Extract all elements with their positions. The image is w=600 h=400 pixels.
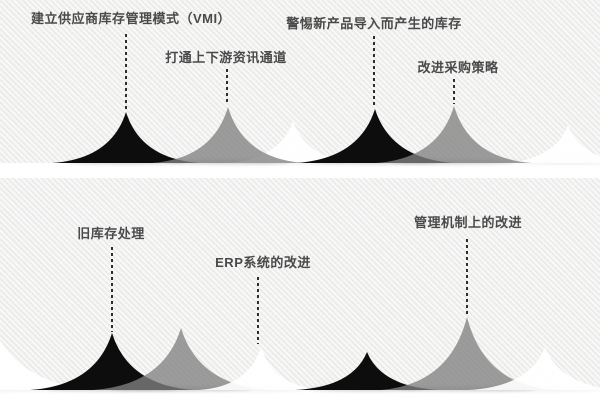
leader-line-1 [125,34,127,109]
leader-line-3 [373,36,375,107]
mountain-peak-gray-row1-6 [376,106,532,163]
peak-label-6: ERP系统的改进 [215,255,311,270]
mountain-peak-white-row1-1 [227,121,359,163]
peak-label-4: 改进采购策略 [417,60,499,75]
mountain-peak-black-row2-2 [30,333,194,390]
top-section-background [0,0,600,163]
mountain-peak-white-row1-4 [503,125,600,163]
mountain-peak-white-row2-4 [199,347,323,390]
leader-line-6 [257,277,259,344]
mountain-peak-gray-row2-6 [381,317,553,390]
peak-label-2: 打通上下游资讯通道 [165,50,287,65]
mountain-peak-black-row1-2 [52,112,200,163]
peak-label-1: 建立供应商库存管理模式（VMI） [30,11,232,26]
mountain-peak-black-row2-5 [295,352,439,390]
leader-line-2 [226,69,228,105]
bottom-section-background [0,178,600,390]
peak-label-5: 旧库存处理 [77,226,145,241]
mountain-peak-white-row2-1 [0,340,100,390]
mountain-peak-gray-row2-3 [93,328,269,390]
leader-line-7 [466,239,468,314]
peak-label-7: 管理机制上的改进 [413,215,523,230]
leader-line-5 [111,247,113,332]
peak-label-3: 警惕新产品导入而产生的库存 [286,16,462,31]
mountain-peak-white-row2-7 [469,347,600,390]
mountain-peak-black-row1-5 [296,109,454,163]
leader-line-4 [453,79,455,104]
mountain-peak-gray-row1-3 [152,107,304,163]
